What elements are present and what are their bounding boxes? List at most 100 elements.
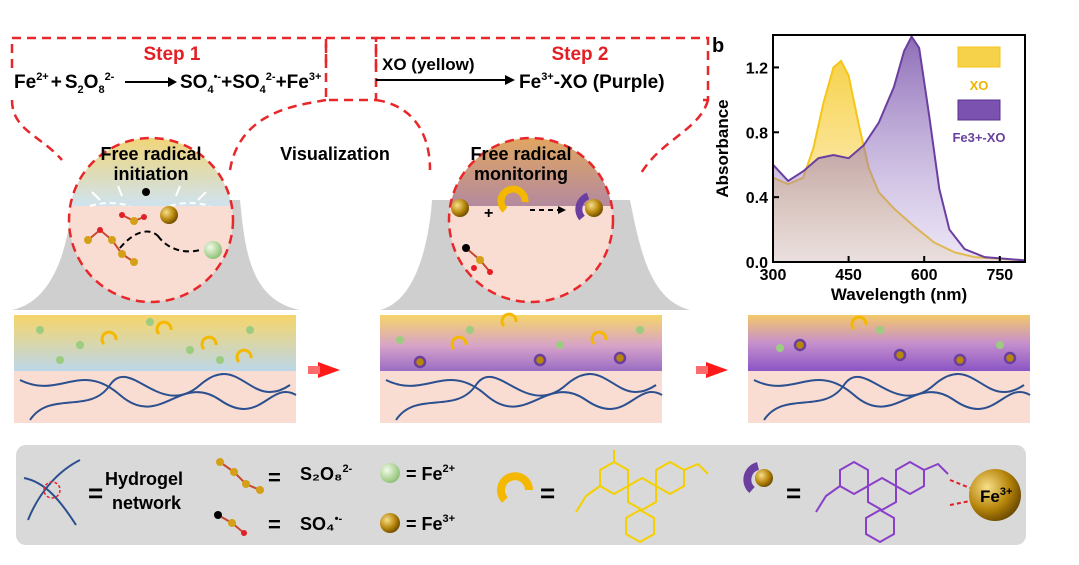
legend-hydrogel-line2: network	[112, 493, 182, 513]
sulfate-radical-molecule	[462, 244, 493, 275]
legend-persulfate: S₂O₈2-	[300, 463, 353, 484]
reaction-step1: Fe2++S2O82-	[14, 71, 115, 96]
legend-fe3-ball-label: Fe3+	[980, 486, 1012, 506]
y-tick-label-2: 0.8	[746, 125, 768, 142]
fe2-particle	[996, 341, 1004, 349]
legend-eq-2: =	[268, 465, 281, 490]
fe2-particle	[776, 344, 784, 352]
x-tick-label-1: 450	[835, 267, 862, 284]
series-area-1	[773, 36, 1025, 262]
xo-particle	[590, 330, 608, 346]
legend-eq-1: =	[88, 478, 103, 508]
strip-particles	[36, 312, 1017, 369]
reaction-step1-products: SO4•-+SO42-+Fe3+	[180, 71, 321, 96]
legend-sulfate-radical-icon	[214, 511, 247, 536]
legend-fe3-large-ball	[969, 469, 1021, 521]
fe-xo-particle	[1003, 351, 1017, 365]
legend-label-xo: XO	[970, 78, 989, 93]
progress-arrow-2	[706, 362, 728, 378]
series-line-1	[772, 34, 1026, 262]
legend-swatch-fexo	[957, 99, 1001, 121]
x-axis-label: Wavelength (nm)	[831, 285, 967, 304]
fe-xo-particle	[893, 348, 907, 362]
reaction-arrowhead-2	[505, 75, 515, 85]
fe-xo-particle	[953, 353, 967, 367]
fe2-particle	[186, 346, 194, 354]
plus-sign: +	[484, 205, 493, 222]
xo-particle	[235, 348, 253, 364]
step2-label: Step 2	[551, 44, 608, 65]
molecule-dots	[84, 188, 150, 266]
fe2-particle	[466, 326, 474, 334]
fe2-particle	[76, 341, 84, 349]
legend-fe3: = Fe3+	[406, 513, 455, 534]
xo-yellow-label: XO (yellow)	[382, 55, 475, 74]
reaction-arrowhead-1	[168, 77, 177, 87]
fe2-particle	[146, 318, 154, 326]
fe3-ball	[160, 206, 178, 224]
fe2-particle	[56, 356, 64, 364]
step1-label: Step 1	[143, 44, 200, 65]
legend-persulfate-icon	[216, 458, 264, 494]
legend-label-fexo: Fe3+-XO	[952, 130, 1005, 145]
x-tick-label-0: 300	[760, 267, 787, 284]
fe2-particle	[556, 341, 564, 349]
fe2-particle	[396, 336, 404, 344]
xo-particle	[500, 312, 518, 328]
reaction-header: Step 1 Step 2 Fe2++S2O82- SO4•-+SO42-+Fe…	[10, 36, 710, 176]
legend-fe2-ball	[380, 463, 400, 483]
legend-fe-xo-icon	[743, 462, 760, 493]
y-tick-label-0: 0.0	[746, 255, 768, 272]
fe2-particle	[636, 326, 644, 334]
xo-particle	[100, 330, 118, 346]
xo-particle	[850, 315, 868, 331]
y-tick-label-3: 1.2	[746, 60, 768, 77]
visualization-label: Visualization	[280, 144, 390, 164]
fe-xo-particle	[793, 338, 807, 352]
hydrogel-strip-2	[380, 315, 663, 423]
fe3-ball-2	[451, 199, 469, 217]
fe3-xo-ball	[585, 199, 603, 217]
legend-swatch-xo	[957, 46, 1001, 68]
legend-sulfate-radical: SO₄•-	[300, 513, 342, 534]
chart-frame	[772, 34, 1026, 263]
circle-initiation: Free radical initiation	[67, 136, 235, 304]
legend-eq-3: =	[268, 512, 281, 537]
circle1-line1: Free radical	[100, 144, 201, 164]
upward-arrows	[91, 185, 207, 201]
fe-xo-particle	[413, 355, 427, 369]
panel-b-letter: b	[712, 35, 724, 57]
fe-xo-icon	[575, 192, 590, 221]
y-axis-label: Absorbance	[713, 99, 732, 197]
fe-xo-particle	[613, 351, 627, 365]
xo-structure-icon	[575, 450, 709, 544]
fe2-particle	[36, 326, 44, 334]
fe2-particle	[246, 326, 254, 334]
fe-xo-particle	[533, 353, 547, 367]
legend-hydrogel-line1: Hydrogel	[105, 469, 183, 489]
legend-panel: = Hydrogel network = S₂O₈2- = Fe2+ = SO₄…	[16, 445, 1026, 545]
legend-eq-5: =	[786, 478, 801, 508]
reaction-step2-product: Fe3+-XO (Purple)	[519, 71, 665, 93]
xo-icon	[497, 185, 529, 213]
progress-arrow-1	[318, 362, 340, 378]
x-tick-label-3: 750	[986, 267, 1013, 284]
legend-fe3-ball	[380, 513, 400, 533]
xo-particle	[450, 335, 468, 351]
legend-fe2: = Fe2+	[406, 463, 455, 484]
fe2-particle	[876, 326, 884, 334]
fe2-particle	[216, 356, 224, 364]
fe-xo-structure-icon	[815, 460, 971, 544]
hydrogel-strip-3	[748, 315, 1031, 423]
circle2-line2: monitoring	[474, 164, 568, 184]
xo-particle	[155, 320, 173, 336]
legend-xo-icon	[497, 472, 533, 503]
circle2-line1: Free radical	[470, 144, 571, 164]
fe2-ball	[204, 241, 222, 259]
y-tick-label-1: 0.4	[746, 190, 768, 207]
circle1-line2: initiation	[114, 164, 189, 184]
legend-eq-4: =	[540, 478, 555, 508]
xo-particle	[200, 335, 218, 351]
